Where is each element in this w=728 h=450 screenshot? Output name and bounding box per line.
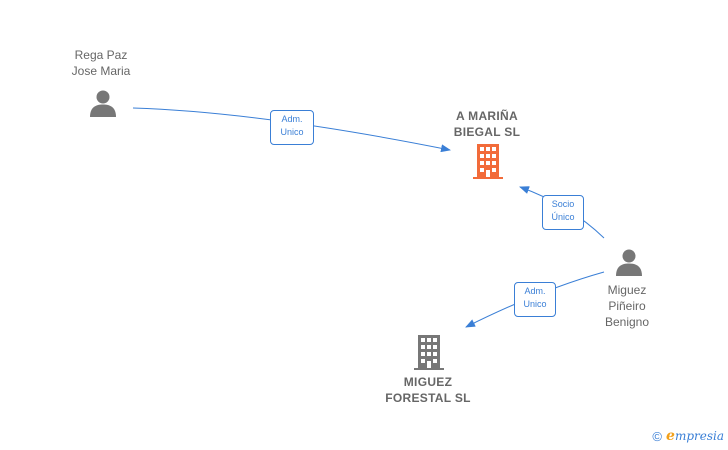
node-label-rega[interactable]: Rega Paz Jose Maria [72,47,131,79]
edge-label-miguez-to-amarina[interactable]: Socio Único [542,195,584,230]
edge-label-miguez-to-forestal[interactable]: Adm. Unico [514,282,556,317]
node-miguez-person-line3: Benigno [604,315,650,329]
building-icon[interactable] [472,143,504,179]
node-rega-line1: Rega Paz [74,48,128,62]
edge-label-rega-to-amarina[interactable]: Adm. Unico [270,110,314,145]
edge-label-line1: Socio [551,199,575,209]
footer-brand[interactable]: © empresia [652,428,724,444]
copyright-symbol: © [652,428,663,444]
brand-name: mpresia [674,429,724,443]
brand-initial: e [666,428,675,444]
node-miguez-forestal-line1: MIGUEZ [403,375,453,389]
node-miguez-forestal-line2: FORESTAL SL [385,391,471,405]
brand-logo: empresia [666,428,724,444]
node-label-miguez-person[interactable]: Miguez Piñeiro Benigno [605,282,649,330]
node-miguez-person-line2: Piñeiro [608,299,646,313]
edge-label-line2: Unico [523,299,547,309]
edge-label-line2: Único [551,212,575,222]
node-label-miguez-forestal[interactable]: MIGUEZ FORESTAL SL [385,374,471,406]
edge-label-line1: Adm. [524,286,546,296]
edge-label-line1: Adm. [281,114,303,124]
building-icon[interactable] [413,334,445,370]
node-miguez-person-line1: Miguez [607,283,647,297]
edge-label-line2: Unico [280,127,304,137]
person-icon[interactable] [89,89,117,117]
node-amarina-line2: BIEGAL SL [453,125,521,139]
node-amarina-line1: A MARIÑA [456,109,518,123]
node-rega-line2: Jose Maria [71,64,131,78]
node-label-amarina[interactable]: A MARIÑA BIEGAL SL [454,108,521,140]
person-icon[interactable] [615,248,643,276]
